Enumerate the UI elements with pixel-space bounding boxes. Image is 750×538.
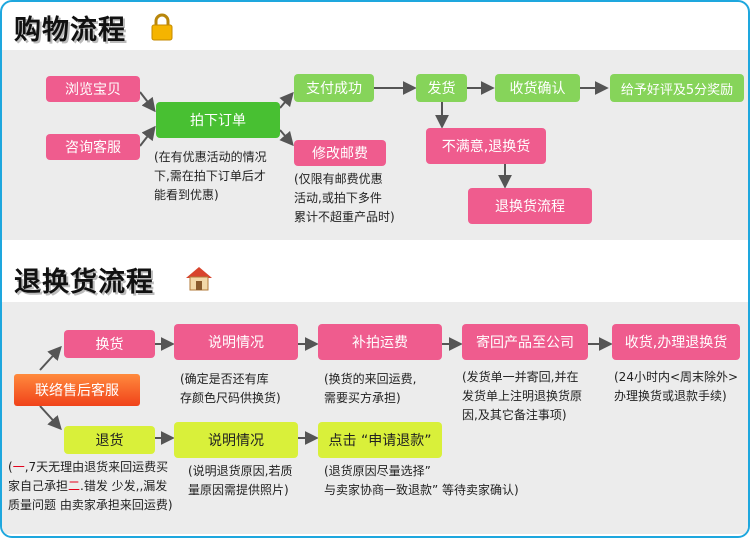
place-order-box: 拍下订单 [156, 102, 280, 138]
order-note: (在有优惠活动的情况 下,需在拍下订单后才 能看到优惠) [154, 150, 267, 202]
receive-process-note: (24小时内<周末除外> 办理换货或退款手续) [614, 370, 739, 403]
payment-success-box: 支付成功 [294, 74, 374, 102]
send-back-note: (发货单一并寄回,并在 发货单上注明退换货原 因,及其它备注事项) [462, 370, 583, 422]
house-icon [186, 267, 212, 291]
browse-item-box: 浏览宝贝 [46, 76, 140, 102]
unsatisfied-return-box: 不满意,退换货 [426, 128, 546, 164]
explain-exchange-note: (确定是否还有库 存颜色尺码供换货) [180, 372, 281, 405]
return-process-box: 退换货流程 [468, 188, 592, 224]
pay-shipping-box: 补拍运费 [318, 324, 442, 360]
contact-service-box: 联络售后客服 [14, 374, 140, 406]
pay-shipping-note: (换货的来回运费, 需要买方承担) [324, 372, 417, 405]
refund-box: 退货 [64, 426, 155, 454]
apply-refund-box: 点击 “申请退款” [318, 422, 442, 458]
explain-refund-note: (说明退货原因,若质 量原因需提供照片) [188, 464, 293, 497]
lock-icon [151, 13, 173, 41]
explain-refund-box: 说明情况 [174, 422, 298, 458]
returns-title: 退换货流程 [14, 267, 154, 298]
consult-service-box: 咨询客服 [46, 134, 140, 160]
exchange-box: 换货 [64, 330, 155, 358]
receive-process-box: 收货,办理退换货 [612, 324, 740, 360]
apply-refund-note: (退货原因尽量选择” 与卖家协商一致退款” 等待卖家确认) [324, 464, 519, 497]
explain-exchange-box: 说明情况 [174, 324, 298, 360]
postage-note: (仅限有邮费优惠 活动,或拍下多件 累计不超重产品时) [294, 172, 395, 224]
modify-postage-box: 修改邮费 [294, 140, 386, 166]
refund-note: (一,7天无理由退货来回运费买 家自己承担二.错发 少发,,漏发 质量问题 由卖… [8, 460, 173, 512]
shipping-box: 发货 [416, 74, 467, 102]
review-reward-box: 给予好评及5分奖励 [610, 74, 744, 102]
send-back-box: 寄回产品至公司 [462, 324, 588, 360]
purchase-title: 购物流程 [14, 15, 126, 46]
confirm-receipt-box: 收货确认 [495, 74, 580, 102]
